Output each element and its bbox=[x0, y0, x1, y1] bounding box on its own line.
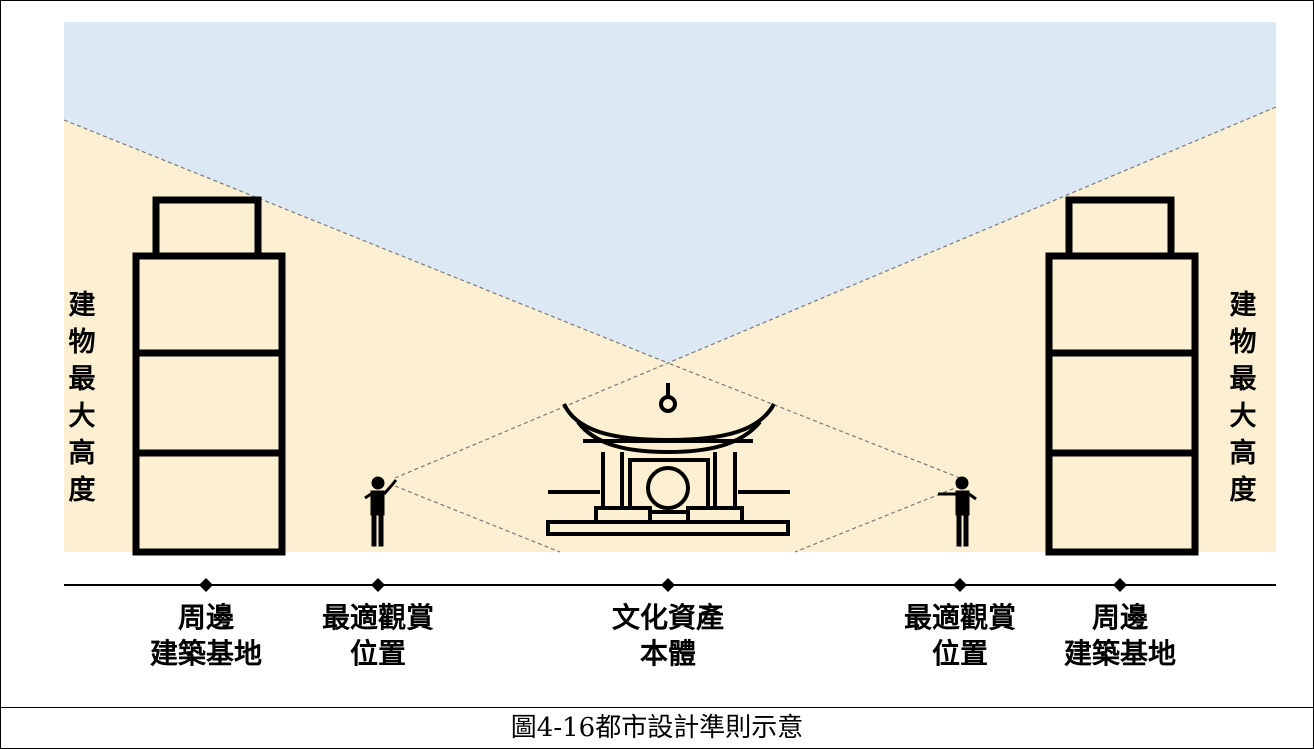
label-right-viewing-position: 最適觀賞 位置 bbox=[903, 601, 1016, 670]
building-icon bbox=[132, 196, 286, 556]
diamond-marker-icon bbox=[1113, 578, 1127, 592]
figure-caption: 圖4-16都市設計準則示意 bbox=[510, 713, 804, 743]
sky-zone bbox=[64, 22, 1276, 363]
pavilion-icon bbox=[546, 383, 790, 536]
urban-design-diagram bbox=[63, 22, 1277, 592]
sight-lines bbox=[63, 106, 1277, 553]
left-height-label: 建 物 最 大 高 度 bbox=[68, 290, 96, 506]
label-left-building-site: 周邊 建築基地 bbox=[149, 601, 262, 670]
viewer-icon bbox=[938, 476, 977, 547]
label-left-viewing-position: 最適觀賞 位置 bbox=[321, 601, 434, 670]
label-right-building-site: 周邊 建築基地 bbox=[1063, 601, 1176, 670]
caption-divider bbox=[0, 707, 1314, 708]
diamond-marker-icon bbox=[199, 578, 213, 592]
right-height-label: 建 物 最 大 高 度 bbox=[1229, 290, 1257, 506]
diamond-marker-icon bbox=[371, 578, 385, 592]
baseline-markers bbox=[199, 578, 1127, 592]
building-icon bbox=[1045, 196, 1199, 556]
diamond-marker-icon bbox=[953, 578, 967, 592]
label-heritage-body: 文化資產 本體 bbox=[611, 601, 724, 670]
viewer-icon bbox=[364, 476, 398, 547]
diamond-marker-icon bbox=[661, 578, 675, 592]
